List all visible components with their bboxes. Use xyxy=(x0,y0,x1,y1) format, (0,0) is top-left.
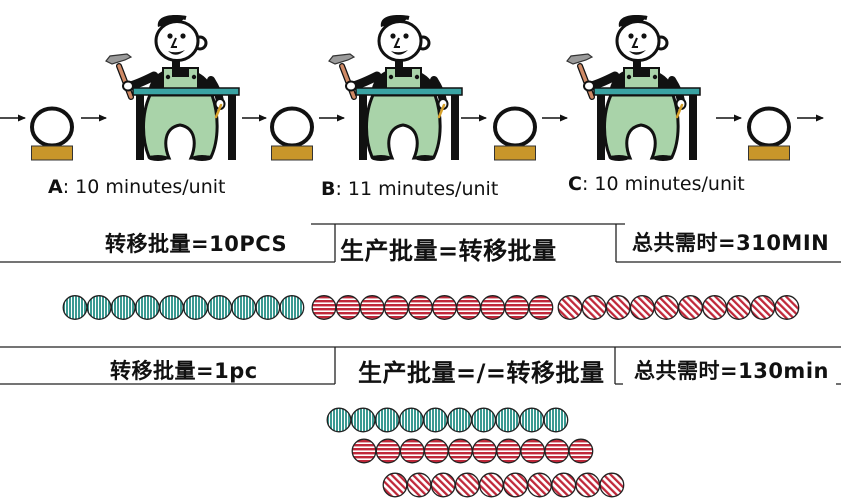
unit-c xyxy=(678,295,703,320)
scenario-2-units xyxy=(326,407,625,498)
unit-a xyxy=(350,407,376,433)
station-a-rate: : 10 minutes/unit xyxy=(62,176,226,198)
unit-b xyxy=(423,438,449,464)
unit-a xyxy=(86,295,112,320)
scenario-1-total-time: 总共需时=310MIN xyxy=(632,231,830,255)
station-b-rate: : 11 minutes/unit xyxy=(335,178,499,200)
unit-b xyxy=(528,295,554,320)
scenario-1-batch-relation: 生产批量=转移批量 xyxy=(340,237,557,265)
unit-c xyxy=(406,472,432,498)
scenario-2-batch-relation: 生产批量=/=转移批量 xyxy=(358,359,605,387)
unit-b xyxy=(399,438,425,464)
unit-b xyxy=(472,438,497,464)
unit-b xyxy=(447,438,473,464)
unit-c xyxy=(575,472,601,498)
unit-a xyxy=(495,407,521,433)
unit-b xyxy=(375,438,401,464)
unit-c xyxy=(581,295,607,320)
unit-b xyxy=(335,295,361,320)
unit-c xyxy=(454,472,480,498)
unit-c xyxy=(382,472,408,498)
unit-a xyxy=(398,407,424,433)
scenario-2-frame xyxy=(0,346,841,385)
unit-b xyxy=(496,438,522,464)
unit-c xyxy=(629,295,655,320)
unit-a xyxy=(255,295,281,320)
unit-b xyxy=(504,295,530,320)
unit-c xyxy=(430,472,456,498)
unit-a xyxy=(471,407,497,433)
buffer-icon-output xyxy=(746,106,792,162)
unit-a xyxy=(422,407,448,433)
scenario-1-transfer-batch: 转移批量=10PCS xyxy=(105,232,288,256)
station-a-name: A xyxy=(48,176,63,198)
unit-a xyxy=(447,407,472,433)
unit-c xyxy=(478,472,504,498)
unit-a xyxy=(231,295,257,320)
station-a-label: A: 10 minutes/unit xyxy=(48,176,226,198)
unit-c xyxy=(557,295,583,320)
unit-b xyxy=(383,295,409,320)
unit-b xyxy=(432,295,457,320)
scenario-1-frame xyxy=(0,223,841,263)
unit-c xyxy=(551,472,577,498)
unit-a xyxy=(543,407,569,433)
unit-a xyxy=(279,295,305,320)
unit-c xyxy=(726,295,752,320)
worker-b-illustration xyxy=(329,15,462,161)
buffer-icon-a-b xyxy=(269,106,315,162)
unit-a xyxy=(110,295,136,320)
unit-a xyxy=(62,295,88,320)
unit-c xyxy=(653,295,679,320)
station-b-label: B: 11 minutes/unit xyxy=(321,178,498,200)
unit-a xyxy=(519,407,545,433)
unit-c xyxy=(503,472,528,498)
unit-a xyxy=(158,295,184,320)
unit-c xyxy=(774,295,800,320)
buffer-icon-input xyxy=(29,106,75,162)
scenario-2-transfer-batch: 转移批量=1pc xyxy=(110,359,258,383)
worker-a-illustration xyxy=(106,15,239,161)
buffer-icon-b-c xyxy=(492,106,538,162)
station-c-rate: : 10 minutes/unit xyxy=(581,173,745,195)
station-c-label: C: 10 minutes/unit xyxy=(568,173,745,195)
unit-a xyxy=(183,295,208,320)
unit-c xyxy=(605,295,631,320)
unit-c xyxy=(750,295,776,320)
unit-b xyxy=(568,438,594,464)
station-c-name: C xyxy=(568,173,582,195)
unit-b xyxy=(520,438,546,464)
station-b-name: B xyxy=(321,178,336,200)
worker-c-illustration xyxy=(567,15,700,161)
scenario-1-units xyxy=(62,295,800,320)
scenario-2-total-time: 总共需时=130min xyxy=(634,359,829,383)
unit-b xyxy=(359,295,385,320)
unit-a xyxy=(207,295,233,320)
unit-c xyxy=(599,472,625,498)
unit-b xyxy=(456,295,482,320)
unit-a xyxy=(326,407,352,433)
unit-c xyxy=(702,295,728,320)
unit-b xyxy=(407,295,433,320)
unit-c xyxy=(527,472,553,498)
unit-a xyxy=(134,295,160,320)
unit-b xyxy=(311,295,337,320)
unit-a xyxy=(374,407,400,433)
unit-b xyxy=(351,438,377,464)
unit-b xyxy=(480,295,506,320)
unit-b xyxy=(544,438,570,464)
